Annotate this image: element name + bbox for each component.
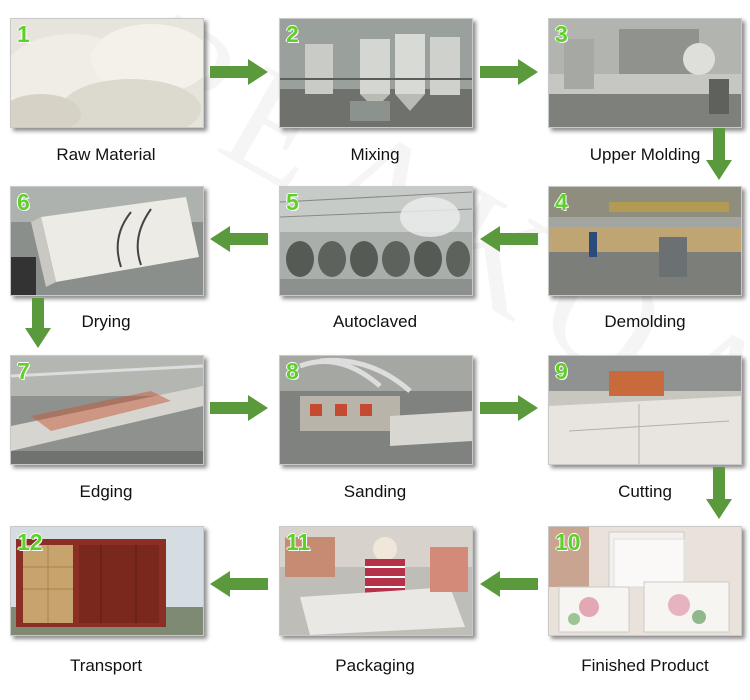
step-number-3: 3 bbox=[555, 21, 568, 47]
mixing-image bbox=[280, 19, 472, 127]
photo-edging: 7 bbox=[10, 355, 204, 465]
arrow-down-icon bbox=[25, 298, 51, 348]
arrow-down-icon bbox=[706, 467, 732, 519]
step-number-11: 11 bbox=[286, 529, 311, 555]
step-number-1: 1 bbox=[17, 21, 30, 47]
finished-product-image bbox=[549, 527, 741, 635]
step-label-7: Edging bbox=[79, 482, 133, 501]
arrow-down-icon bbox=[706, 128, 732, 180]
step-number-7: 7 bbox=[17, 358, 30, 384]
arrow-left-icon bbox=[210, 226, 268, 252]
step-number-2: 2 bbox=[286, 21, 299, 47]
arrow-right-icon bbox=[480, 395, 538, 421]
raw-material-image bbox=[11, 19, 203, 127]
photo-upper-molding: 3 bbox=[548, 18, 742, 128]
step-number-12: 12 bbox=[17, 529, 43, 555]
upper-molding-image bbox=[549, 19, 741, 127]
photo-packaging: 11 bbox=[279, 526, 473, 636]
step-number-4: 4 bbox=[555, 189, 568, 215]
step-number-6: 6 bbox=[17, 189, 30, 215]
cutting-image bbox=[549, 356, 741, 464]
step-number-9: 9 bbox=[555, 358, 568, 384]
photo-mixing: 2 bbox=[279, 18, 473, 128]
step-label-3: Upper Molding bbox=[589, 145, 701, 164]
step-label-5: Autoclaved bbox=[332, 312, 418, 331]
step-label-4: Demolding bbox=[604, 312, 686, 331]
arrow-left-icon bbox=[480, 226, 538, 252]
autoclaved-image bbox=[280, 187, 472, 295]
transport-image bbox=[11, 527, 203, 635]
edging-image bbox=[11, 356, 203, 464]
step-label-6: Drying bbox=[81, 312, 131, 331]
step-label-12: Transport bbox=[69, 656, 143, 675]
photo-raw-material: 1 bbox=[10, 18, 204, 128]
arrow-right-icon bbox=[210, 395, 268, 421]
arrow-left-icon bbox=[480, 571, 538, 597]
arrow-right-icon bbox=[210, 59, 268, 85]
photo-finished-product: 10 bbox=[548, 526, 742, 636]
step-number-8: 8 bbox=[286, 358, 299, 384]
photo-transport: 12 bbox=[10, 526, 204, 636]
photo-cutting: 9 bbox=[548, 355, 742, 465]
photo-sanding: 8 bbox=[279, 355, 473, 465]
sanding-image bbox=[280, 356, 472, 464]
step-label-2: Mixing bbox=[350, 145, 400, 164]
step-number-10: 10 bbox=[555, 529, 581, 555]
photo-drying: 6 bbox=[10, 186, 204, 296]
photo-demolding: 4 bbox=[548, 186, 742, 296]
step-label-11: Packaging bbox=[335, 656, 415, 675]
packaging-image bbox=[280, 527, 472, 635]
step-label-10: Finished Product bbox=[581, 656, 709, 675]
demolding-image bbox=[549, 187, 741, 295]
arrow-right-icon bbox=[480, 59, 538, 85]
step-number-5: 5 bbox=[286, 189, 299, 215]
arrow-left-icon bbox=[210, 571, 268, 597]
step-label-1: Raw Material bbox=[56, 145, 156, 164]
step-label-8: Sanding bbox=[343, 482, 407, 501]
drying-image bbox=[11, 187, 203, 295]
photo-autoclaved: 5 bbox=[279, 186, 473, 296]
step-label-9: Cutting bbox=[618, 482, 672, 501]
